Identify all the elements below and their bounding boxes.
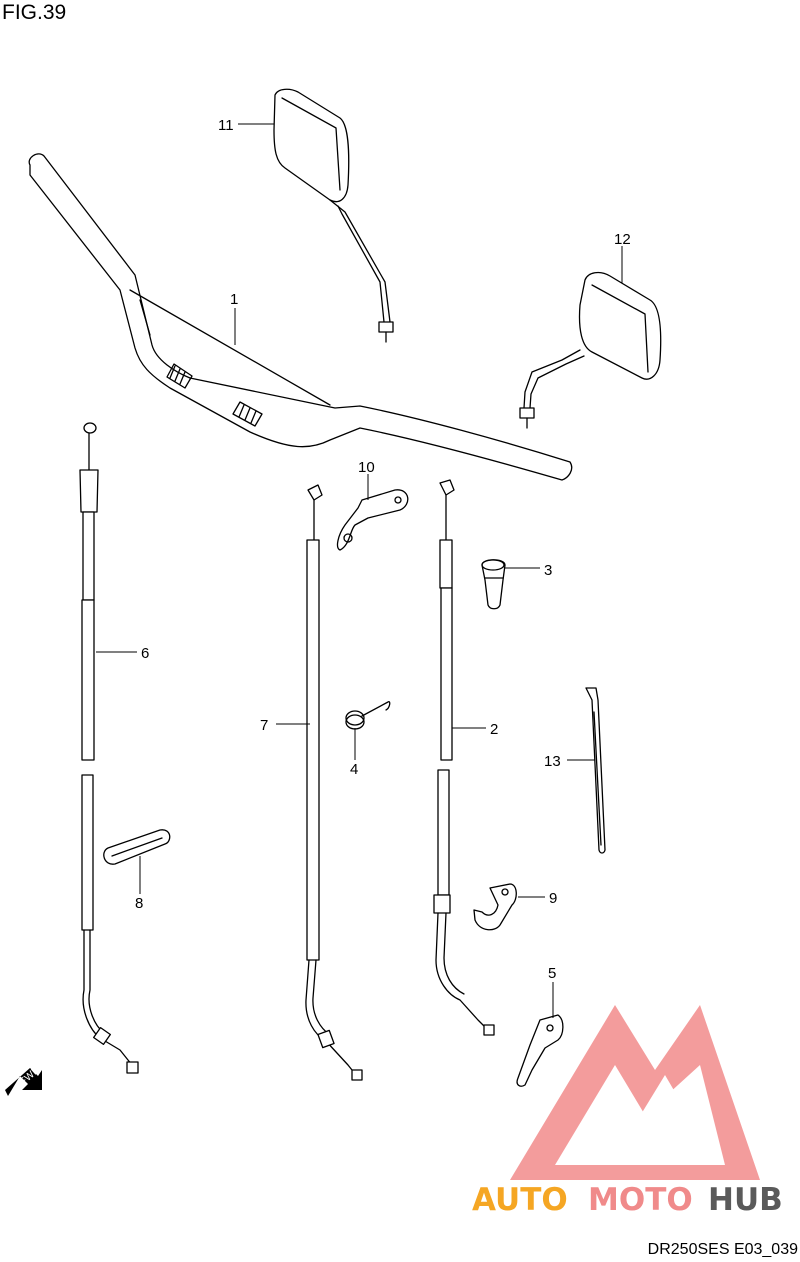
callout-1: 1 bbox=[230, 291, 238, 308]
watermark-text: AUTO MOTO HUB bbox=[472, 1182, 783, 1218]
choke-cable-part bbox=[433, 479, 495, 1036]
watermark-text-moto: MOTO bbox=[588, 1182, 693, 1218]
callout-9: 9 bbox=[549, 890, 557, 907]
callouts: 11 1 12 10 3 6 7 2 4 13 8 9 5 bbox=[135, 117, 631, 982]
callout-2: 2 bbox=[490, 721, 498, 738]
right-mirror-part bbox=[519, 271, 662, 429]
callout-7: 7 bbox=[260, 717, 268, 734]
clamp-8-part bbox=[103, 829, 171, 865]
callout-10: 10 bbox=[358, 459, 375, 476]
callout-5: 5 bbox=[548, 965, 556, 982]
callout-4: 4 bbox=[350, 761, 358, 778]
fwd-arrow-icon: FWD bbox=[5, 1064, 42, 1096]
watermark-logo bbox=[510, 1005, 760, 1180]
left-mirror-part bbox=[273, 88, 394, 343]
callout-6: 6 bbox=[141, 645, 149, 662]
spring-4-part bbox=[345, 701, 391, 730]
watermark-text-hub: HUB bbox=[708, 1182, 783, 1218]
bracket-10-part bbox=[336, 489, 409, 551]
cable-tie-13-part bbox=[585, 687, 606, 854]
throttle-cable-part bbox=[79, 422, 139, 1074]
bracket-5-part bbox=[516, 1014, 564, 1087]
leader-lines bbox=[96, 123, 623, 1018]
callout-3: 3 bbox=[544, 562, 552, 579]
clutch-cable-part bbox=[305, 484, 363, 1081]
callout-13: 13 bbox=[544, 753, 561, 770]
callout-12: 12 bbox=[614, 231, 631, 248]
clamp-9-part bbox=[473, 883, 517, 931]
handlebar-part bbox=[28, 153, 573, 481]
watermark-text-auto: AUTO bbox=[472, 1182, 568, 1218]
callout-11: 11 bbox=[218, 117, 234, 134]
callout-8: 8 bbox=[135, 895, 143, 912]
figure-code: DR250SES E03_039 bbox=[647, 1241, 798, 1258]
figure-title: FIG.39 bbox=[2, 1, 67, 24]
boot-3-part bbox=[481, 559, 506, 610]
